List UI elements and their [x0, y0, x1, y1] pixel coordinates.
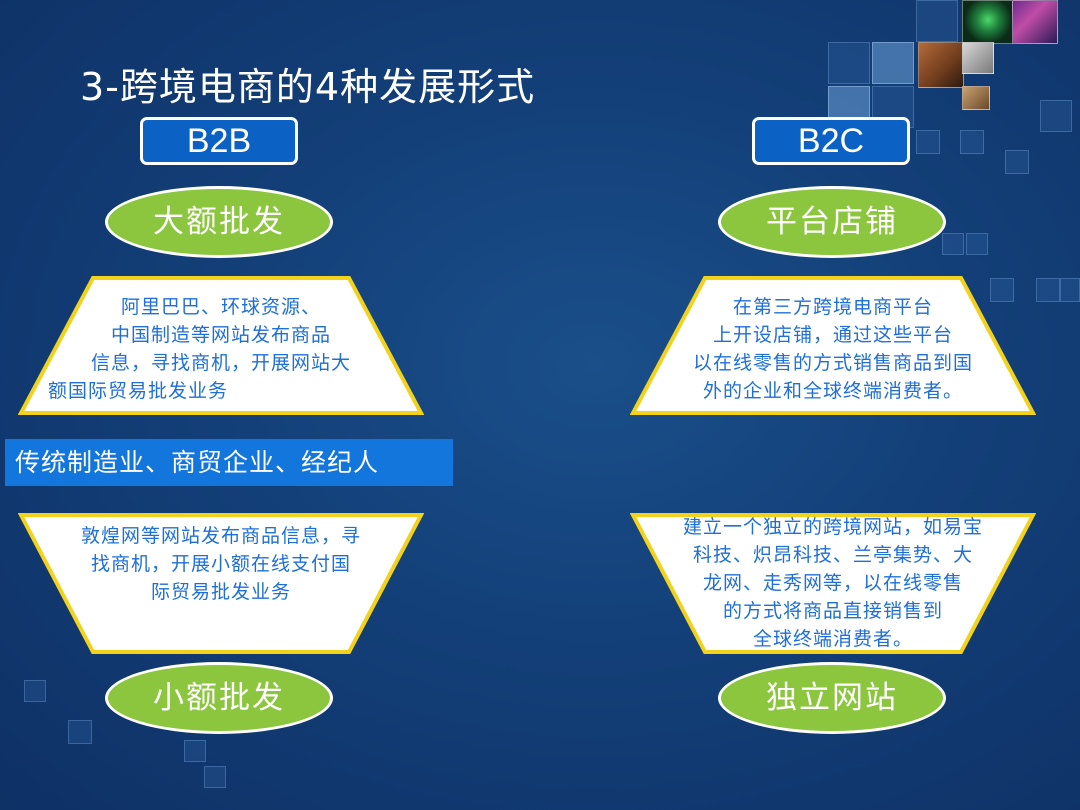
large-wholesale-line: 中国制造等网站发布商品: [110, 324, 331, 346]
platform-store-line: 在第三方跨境电商平台: [732, 296, 933, 318]
independent-site-box: 建立一个独立的跨境网站，如易宝 科技、炽昂科技、兰亭集势、大 龙网、走秀网等，以…: [630, 513, 1036, 655]
independent-site-line: 建立一个独立的跨境网站，如易宝: [682, 516, 983, 538]
independent-site-line: 龙网、走秀网等，以在线零售: [702, 572, 963, 594]
large-wholesale-oval: 大额批发: [105, 186, 333, 258]
platform-store-line: 上开设店铺，通过这些平台: [712, 324, 953, 346]
large-wholesale-line: 阿里巴巴、环球资源、: [120, 296, 321, 318]
decorative-photo: [962, 86, 990, 110]
platform-store-line: 以在线零售的方式销售商品到国: [692, 352, 973, 374]
slide-title: 3-跨境电商的4种发展形式: [80, 65, 536, 109]
small-wholesale-line: 际贸易批发业务: [150, 581, 291, 603]
b2b-tag: B2B: [140, 117, 298, 165]
decorative-photo: [962, 42, 994, 74]
small-wholesale-oval: 小额批发: [105, 662, 333, 734]
small-wholesale-line: 找商机，开展小额在线支付国: [90, 553, 351, 575]
small-wholesale-line: 敦煌网等网站发布商品信息，寻: [80, 525, 361, 547]
small-wholesale-box: 敦煌网等网站发布商品信息，寻 找商机，开展小额在线支付国 际贸易批发业务: [18, 513, 424, 655]
platform-store-oval: 平台店铺: [718, 186, 946, 258]
b2c-tag: B2C: [752, 117, 910, 165]
independent-site-line: 科技、炽昂科技、兰亭集势、大: [692, 544, 973, 566]
large-wholesale-line: 额国际贸易批发业务: [48, 380, 229, 402]
platform-store-box: 在第三方跨境电商平台 上开设店铺，通过这些平台 以在线零售的方式销售商品到国 外…: [630, 276, 1036, 416]
decorative-photo: [962, 0, 1014, 44]
independent-site-line: 全球终端消费者。: [752, 628, 913, 650]
decorative-photo: [1012, 0, 1058, 44]
independent-site-line: 的方式将商品直接销售到: [722, 600, 943, 622]
large-wholesale-line: 信息，寻找商机，开展网站大: [90, 352, 351, 374]
independent-site-oval: 独立网站: [718, 662, 946, 734]
industry-bar: 传统制造业、商贸企业、经纪人: [5, 439, 453, 486]
decorative-photo: [918, 42, 964, 88]
large-wholesale-box: 阿里巴巴、环球资源、 中国制造等网站发布商品 信息，寻找商机，开展网站大 额国际…: [18, 276, 424, 416]
platform-store-line: 外的企业和全球终端消费者。: [702, 380, 963, 402]
